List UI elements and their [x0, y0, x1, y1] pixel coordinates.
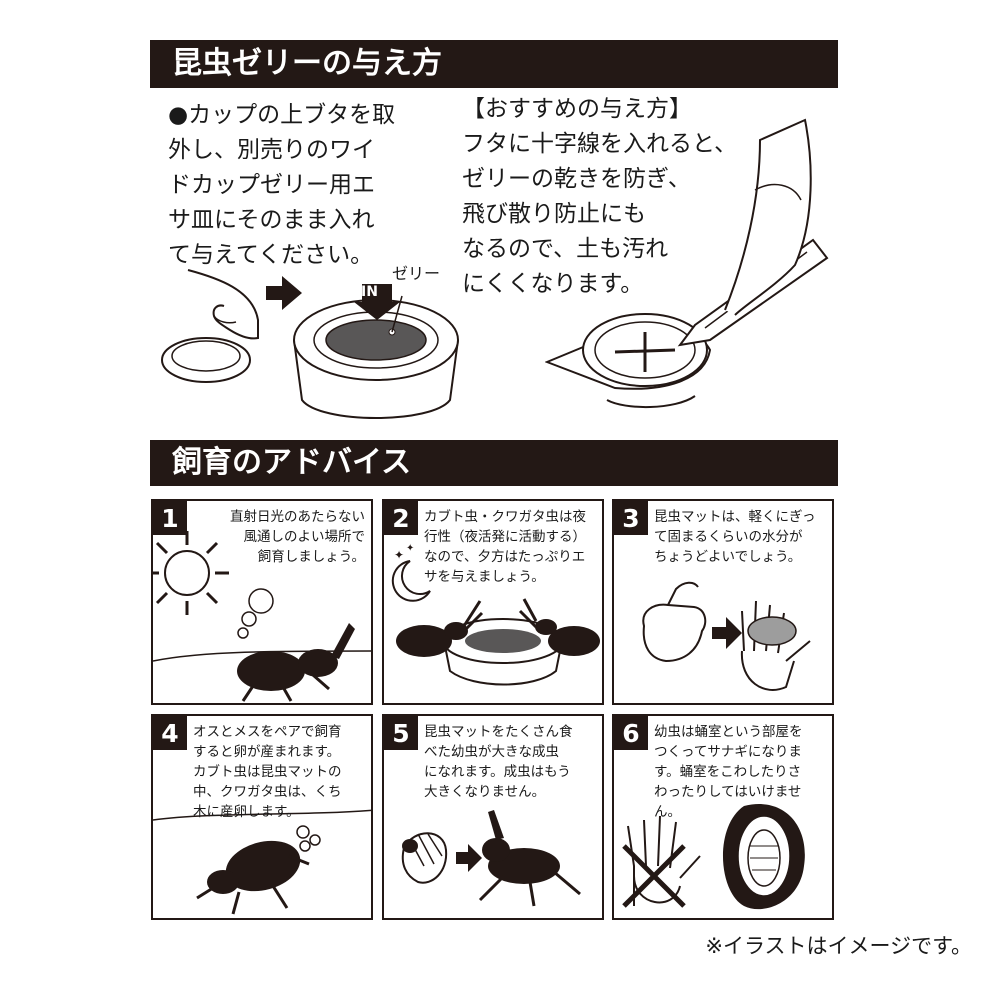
jelly-cup-illustration — [293, 284, 459, 419]
panel-number-5: 5 — [384, 716, 418, 750]
jelly-label: ゼリー — [392, 264, 441, 283]
section-title-advice: 飼育のアドバイス — [150, 440, 838, 486]
panel-number-3: 3 — [614, 501, 648, 535]
hands-mat-illustration — [642, 581, 811, 691]
panel-text-6: 幼虫は蛹室という部屋を つくってサナギになりま す。蛹室をこわしたりさ わったり… — [654, 724, 803, 820]
illustration-note: ※イラストはイメージです。 — [705, 934, 972, 958]
panel-text-3: 昆虫マットは、軽くにぎっ て固まるくらいの水分が ちょうどよいでしょう。 — [654, 509, 816, 565]
recommend-title: 【おすすめの与え方】 — [462, 96, 692, 122]
advice-panel-6: 6 幼虫は蛹室という部屋を つくってサナギになりま す。蛹室をこわしたりさ わっ… — [612, 714, 834, 920]
larva-to-beetle-illustration — [401, 810, 581, 907]
sun-beetle-illustration — [153, 531, 371, 702]
cutter-cup-illustration — [545, 118, 829, 408]
advice-panel-2: ✦✦ 2 カブト虫・クワガタ虫は夜 行性（夜活発に活動する） なので、夕方はたっ… — [382, 499, 604, 705]
jelly-instruction-text: ●カップの上ブタを取 外し、別売りのワイ ドカップゼリー用エ サ皿にそのまま入れ… — [168, 102, 396, 268]
advice-panel-1: 1 直射日光のあたらない 風通しのよい場所で 飼育しましょう。 — [151, 499, 373, 705]
section-title-jelly: 昆虫ゼリーの与え方 — [150, 40, 838, 88]
advice-panel-4: 4 オスとメスをペアで飼育 すると卵が産まれます。 カブト虫は昆虫マットの 中、… — [151, 714, 373, 920]
advice-panel-5: 5 昆虫マットをたくさん食 べた幼虫が大きな成虫 になれます。成虫はもう 大きく… — [382, 714, 604, 920]
hand-lid-illustration — [161, 269, 259, 383]
arrow-right-icon — [266, 276, 302, 310]
pupa-chamber-illustration — [622, 804, 805, 910]
panel-number-1: 1 — [153, 501, 187, 535]
panel-number-6: 6 — [614, 716, 648, 750]
panel-text-4: オスとメスをペアで飼育 すると卵が産まれます。 カブト虫は昆虫マットの 中、クワ… — [193, 724, 342, 820]
section-title-jelly-text: 昆虫ゼリーの与え方 — [172, 46, 442, 81]
panel-number-2: 2 — [384, 501, 418, 535]
in-label: IN — [361, 284, 378, 300]
svg-text:✦: ✦ — [394, 548, 404, 562]
recommend-body: フタに十字線を入れると、 ゼリーの乾きを防ぎ、 飛び散り防止にも なるので、土も… — [462, 131, 738, 297]
panel-text-5: 昆虫マットをたくさん食 べた幼虫が大きな成虫 になれます。成虫はもう 大きくなり… — [424, 724, 573, 800]
svg-text:✦: ✦ — [406, 543, 414, 554]
section-title-advice-text: 飼育のアドバイス — [172, 445, 412, 480]
panel-text-1: 直射日光のあたらない 風通しのよい場所で 飼育しましょう。 — [230, 509, 365, 565]
beetle-eggs-illustration — [153, 809, 371, 915]
panel-number-4: 4 — [153, 716, 187, 750]
panel-text-2: カブト虫・クワガタ虫は夜 行性（夜活発に活動する） なので、夕方はたっぷりエ サ… — [424, 509, 586, 585]
moon-beetles-cup-illustration: ✦✦ — [391, 543, 600, 686]
advice-panel-3: 3 昆虫マットは、軽くにぎっ て固まるくらいの水分が ちょうどよいでしょう。 — [612, 499, 834, 705]
